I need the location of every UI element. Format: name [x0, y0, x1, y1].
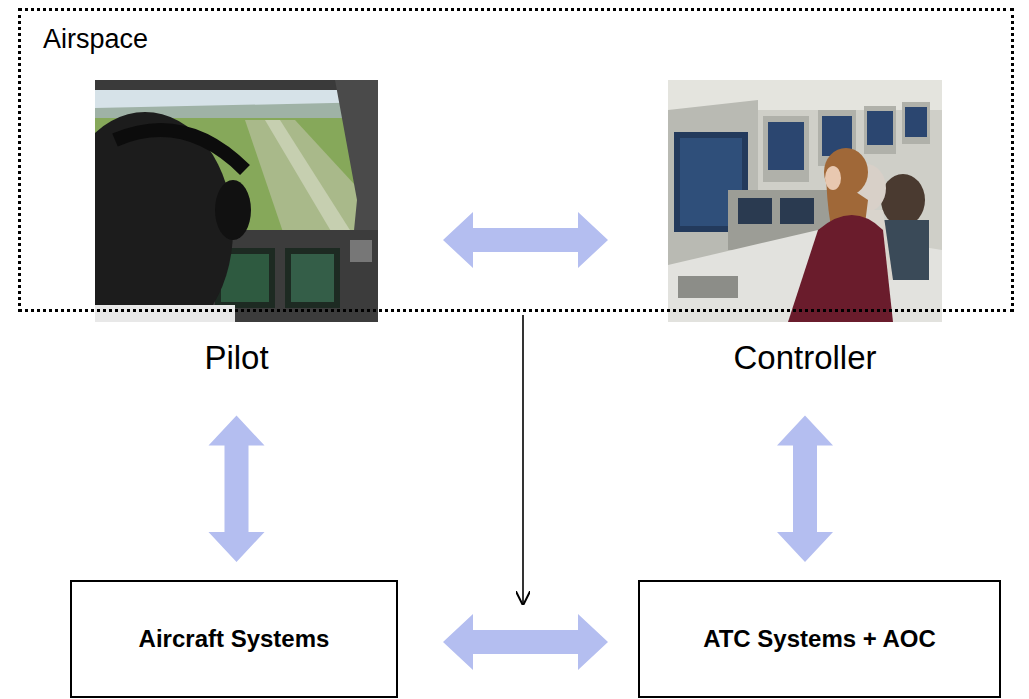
- node-label: ATC Systems + AOC: [703, 625, 936, 654]
- node-label: Pilot: [99, 338, 374, 378]
- pointer-arrow: [522, 315, 524, 604]
- controller-photo: [668, 80, 942, 322]
- airspace-region: Airspace: [18, 8, 1014, 312]
- exchange-arrow: [443, 212, 608, 268]
- system-box: ATC Systems + AOC: [638, 580, 1001, 698]
- exchange-arrow: [777, 416, 833, 562]
- pilot-photo: [95, 80, 378, 322]
- exchange-arrow: [209, 416, 265, 562]
- node-label: Aircraft Systems: [139, 625, 330, 654]
- node-label: Airspace: [43, 23, 989, 55]
- pilot-figure: Pilot: [95, 80, 378, 382]
- node-label: Controller: [672, 338, 938, 378]
- exchange-arrow: [443, 614, 608, 670]
- controller-figure: Controller: [668, 80, 942, 382]
- system-box: Aircraft Systems: [70, 580, 398, 698]
